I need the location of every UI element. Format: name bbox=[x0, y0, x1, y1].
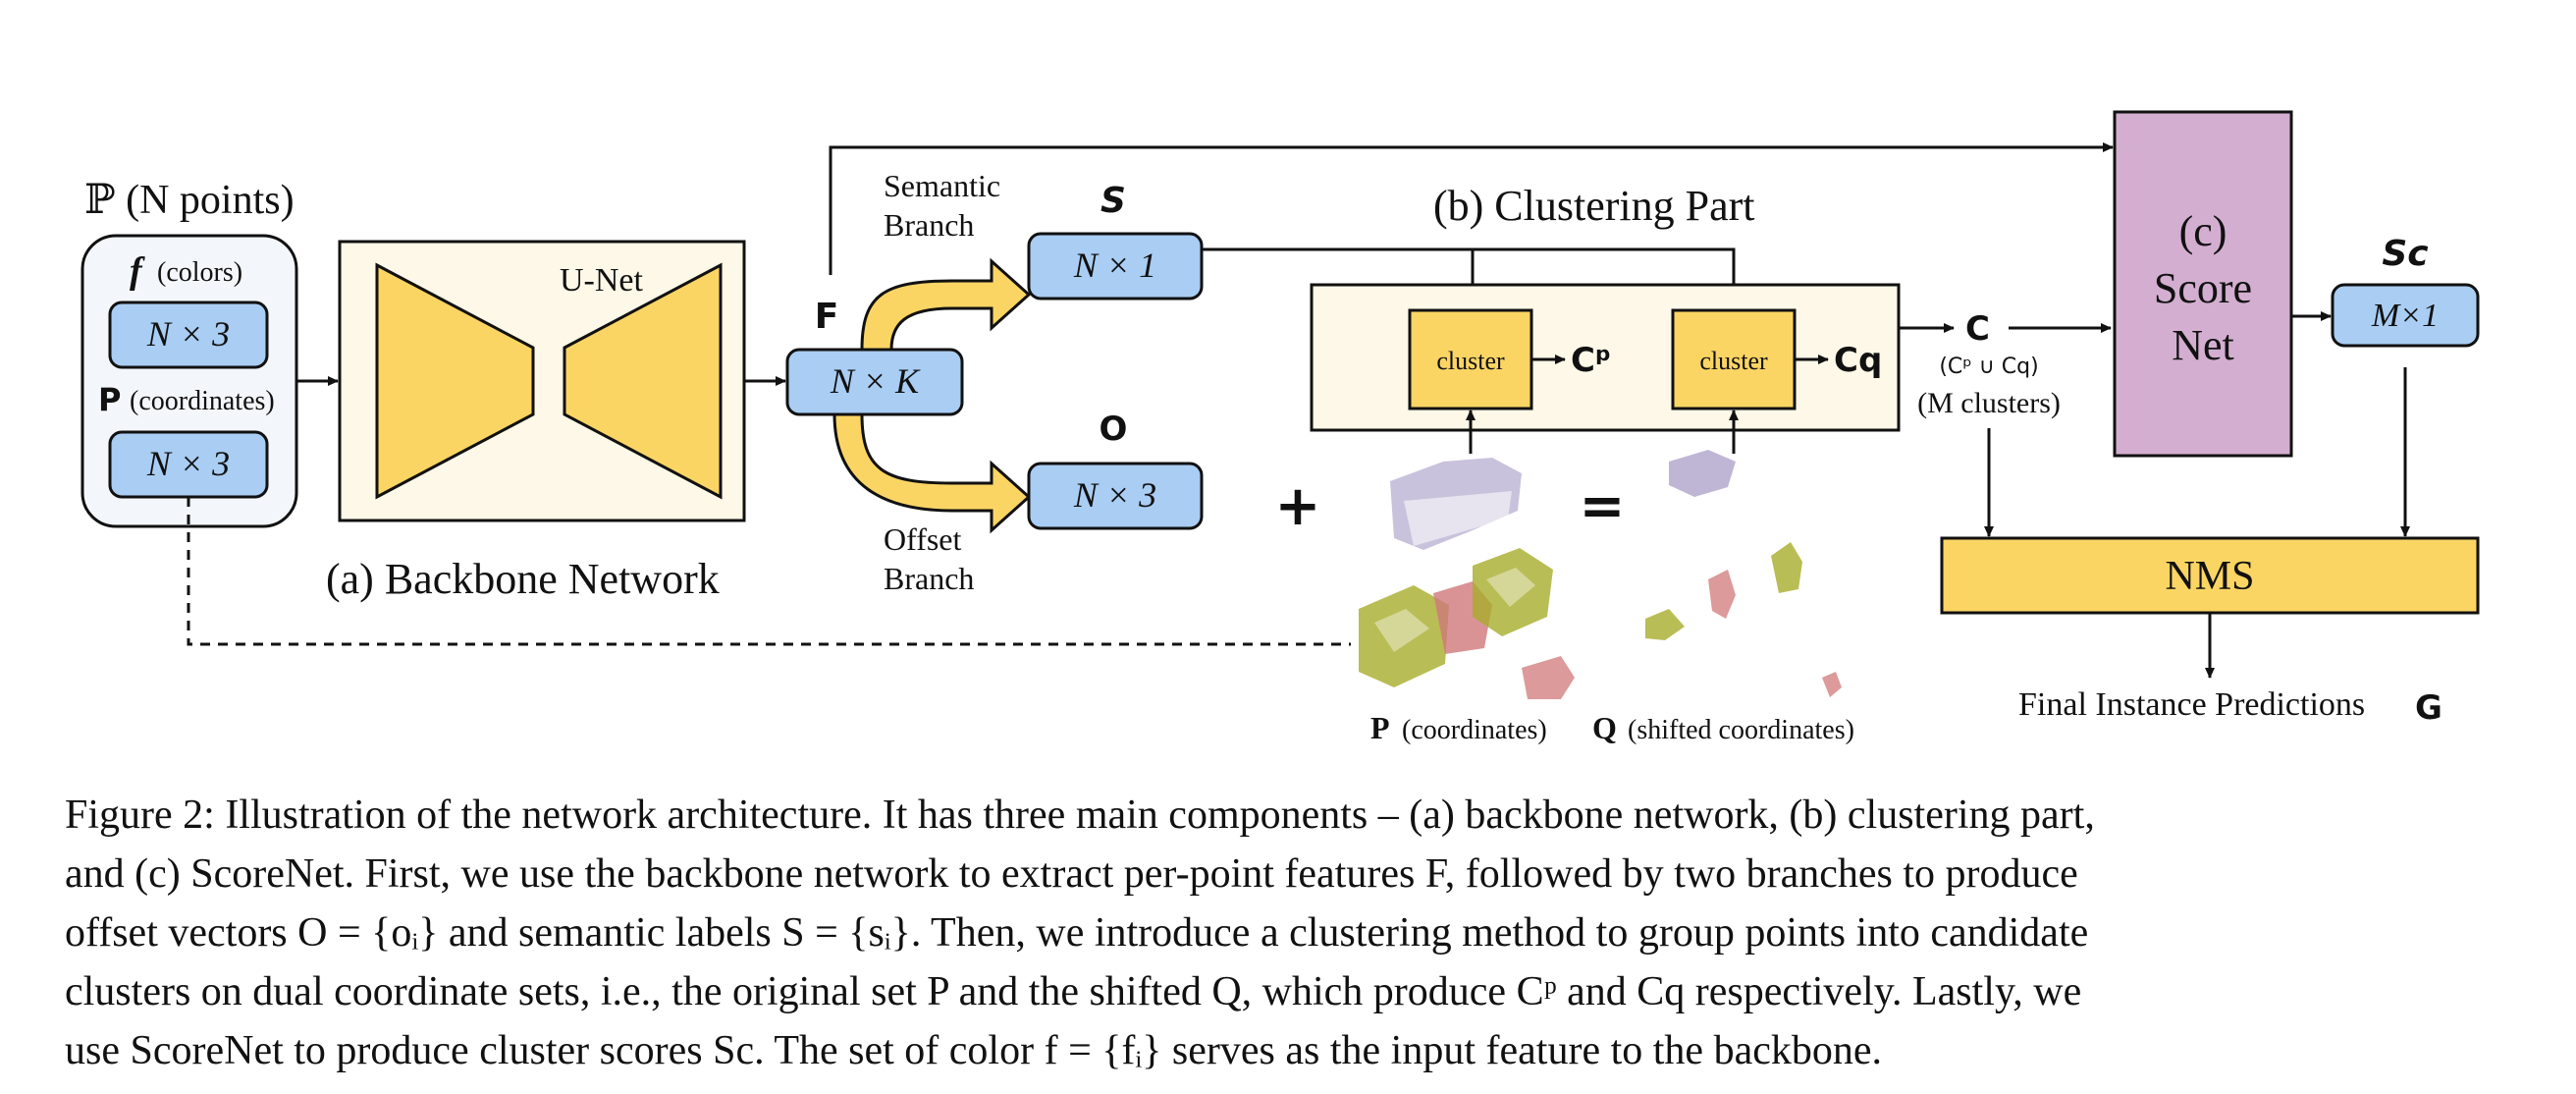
semantic-branch-label-line2: Branch bbox=[884, 207, 974, 243]
semantic-symbol: S bbox=[1100, 181, 1126, 221]
semantic-dim: N × 1 bbox=[1073, 246, 1156, 285]
caption-line: Figure 2: Illustration of the network ar… bbox=[65, 793, 2095, 838]
input-p-label: (coordinates) bbox=[130, 386, 275, 416]
offset-dim-box bbox=[1027, 462, 1204, 530]
equals-sign: = bbox=[1580, 474, 1626, 538]
caption-line: offset vectors O = {oᵢ} and semantic lab… bbox=[65, 910, 2089, 956]
dashed-p-link bbox=[187, 497, 1351, 646]
caption-line: use ScoreNet to produce cluster scores S… bbox=[65, 1028, 1882, 1073]
semantic-branch-arrow bbox=[860, 257, 1032, 352]
offset-branch-label-line1: Offset bbox=[884, 521, 962, 557]
c-union: (Cᵖ ∪ Cq) bbox=[1939, 355, 2038, 379]
input-f-dim: N × 3 bbox=[146, 314, 230, 354]
cluster-label-1: cluster bbox=[1436, 347, 1505, 375]
semantic-branch-label-line1: Semantic bbox=[884, 168, 1000, 203]
unet-encoder bbox=[375, 262, 535, 500]
input-f-symbol: f bbox=[130, 250, 145, 292]
architecture-diagram: ℙ (N points) f (colors) N × 3 P (coordin… bbox=[80, 110, 2480, 745]
c-count: (M clusters) bbox=[1917, 387, 2061, 419]
caption-line: clusters on dual coordinate sets, i.e., … bbox=[65, 969, 2082, 1014]
offset-branch-arrow bbox=[832, 412, 1032, 534]
plus-sign: + bbox=[1275, 474, 1321, 538]
point-cloud-p bbox=[1359, 458, 1575, 699]
cluster-box-2 bbox=[1671, 308, 1797, 410]
input-f-label: (colors) bbox=[157, 257, 242, 288]
sc-symbol: Sc bbox=[2382, 234, 2428, 274]
input-title: ℙ (N points) bbox=[84, 178, 295, 223]
scorenet-line1: (c) bbox=[2179, 207, 2227, 255]
offset-symbol: O bbox=[1100, 410, 1128, 449]
final-label: Final Instance Predictions bbox=[2018, 686, 2365, 723]
semantic-dim-box bbox=[1027, 232, 1204, 301]
final-symbol: G bbox=[2415, 688, 2442, 728]
q-coords-label: (shifted coordinates) bbox=[1628, 715, 1854, 745]
nms-label: NMS bbox=[2165, 554, 2254, 599]
input-p-dim: N × 3 bbox=[146, 444, 230, 483]
cluster-output-2: Cq bbox=[1834, 341, 1882, 380]
input-f-dim-box bbox=[108, 301, 269, 369]
q-coords-symbol: Q bbox=[1592, 710, 1617, 745]
offset-branch-label-line2: Branch bbox=[884, 561, 974, 596]
p-coords-label: (coordinates) bbox=[1402, 715, 1547, 745]
features-dim: N × K bbox=[830, 361, 921, 401]
offset-dim: N × 3 bbox=[1073, 475, 1156, 515]
backbone-caption: (a) Backbone Network bbox=[326, 555, 720, 603]
cluster-label-2: cluster bbox=[1699, 347, 1768, 375]
scorenet-box bbox=[2113, 110, 2293, 458]
figure-caption: Figure 2: Illustration of the network ar… bbox=[65, 786, 2519, 1080]
clustering-title: (b) Clustering Part bbox=[1433, 182, 1755, 230]
c-symbol: C bbox=[1965, 309, 1990, 349]
point-cloud-q bbox=[1645, 450, 1842, 697]
unet-label: U-Net bbox=[560, 262, 644, 299]
scorenet-line3: Net bbox=[2172, 321, 2234, 369]
p-coords-symbol: P bbox=[1370, 710, 1390, 745]
features-symbol: F bbox=[815, 297, 839, 337]
unet-decoder bbox=[563, 262, 723, 500]
sc-dim: M×1 bbox=[2371, 298, 2439, 334]
caption-line: and (c) ScoreNet. First, we use the back… bbox=[65, 851, 2078, 897]
nms-box bbox=[1940, 536, 2480, 615]
input-p-symbol: P bbox=[98, 381, 121, 418]
sc-dim-box bbox=[2331, 283, 2480, 348]
arrow-features-to-scorenet bbox=[829, 142, 2114, 275]
cluster-output-1: Cᵖ bbox=[1571, 341, 1611, 380]
scorenet-line2: Score bbox=[2154, 264, 2252, 312]
